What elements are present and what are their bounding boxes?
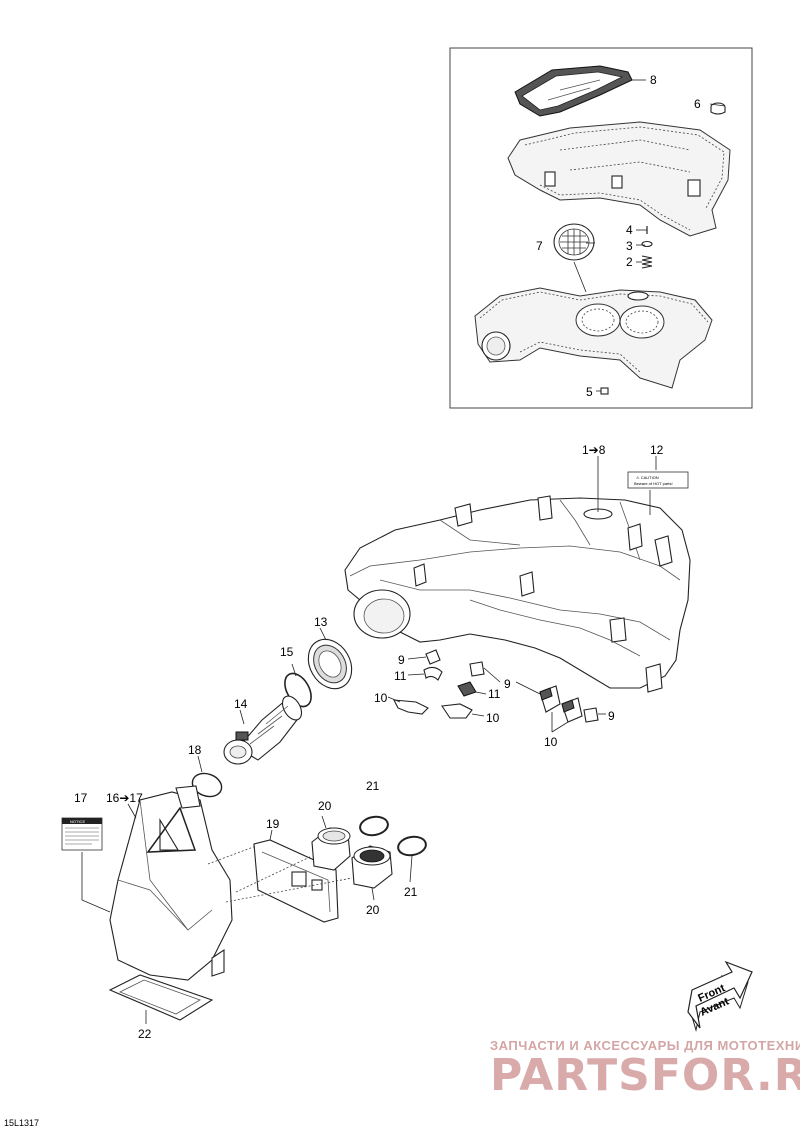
callout-12: 12 [650, 443, 664, 457]
callout-18: 18 [188, 743, 202, 757]
callout-15: 15 [280, 645, 294, 659]
part-20-hose-b [351, 845, 393, 889]
part-10-block-a [539, 685, 561, 713]
part-9-clip-a [425, 649, 441, 665]
callout-1-to-8: 1➔8 [582, 443, 606, 457]
caution-label-title: ⚠ CAUTION [636, 475, 659, 480]
callout-10-b: 10 [486, 711, 500, 725]
callout-8: 8 [650, 73, 657, 87]
callout-20-a: 20 [318, 799, 332, 813]
leader-16-17 [127, 803, 137, 819]
part-14-hose [223, 695, 303, 765]
callout-19: 19 [266, 817, 280, 831]
callout-4: 4 [626, 223, 633, 237]
front-direction-arrow: Front Avant [687, 960, 753, 1032]
part-16-lower-airbox [109, 785, 233, 981]
callout-14: 14 [234, 697, 248, 711]
part-17-notice-label: NOTICE [61, 817, 103, 851]
part-11-clip-b [457, 681, 477, 697]
part-21-clamp-b [397, 835, 427, 857]
callout-7: 7 [536, 239, 543, 253]
callout-2: 2 [626, 255, 633, 269]
callout-11-b: 11 [488, 687, 501, 701]
part-11-clip-a [423, 666, 443, 681]
part-5-clip [600, 387, 609, 395]
callout-22: 22 [138, 1027, 152, 1041]
callout-16-to-17: 16➔17 [106, 791, 143, 805]
callout-3: 3 [626, 239, 633, 253]
part-9-clip-c [583, 707, 599, 723]
part-18-oring [191, 772, 223, 798]
callout-13: 13 [314, 615, 328, 629]
part-9-clip-b [469, 661, 485, 677]
leader-17 [81, 852, 111, 913]
callout-21-a: 21 [366, 779, 380, 793]
callout-6: 6 [694, 97, 701, 111]
part-13-grommet [307, 638, 353, 690]
callout-20-b: 20 [366, 903, 380, 917]
callout-11-a: 11 [394, 669, 407, 683]
detail-frame [449, 47, 753, 409]
part-3-washer [641, 240, 653, 248]
clip-leaders [387, 656, 606, 733]
part-2-spring [641, 255, 653, 269]
watermark-tagline: ЗАПЧАСТИ И АКСЕССУАРЫ ДЛЯ МОТОТЕХНИКИ [490, 1038, 800, 1053]
callout-10-c: 10 [544, 735, 558, 749]
figure-reference: 15L1317 [4, 1118, 39, 1128]
notice-label-title: NOTICE [70, 819, 85, 824]
part-22-pad [108, 974, 214, 1021]
part-21-clamp-a [359, 815, 389, 837]
upper-housing-detail [507, 121, 731, 237]
assembly-lines [197, 627, 413, 903]
air-box-assembly [344, 495, 691, 693]
caution-label-text: Beware of HOT parts! [634, 481, 673, 486]
callout-9-a: 9 [398, 653, 405, 667]
detail-leaders [573, 79, 726, 392]
part-10-block-b [561, 697, 583, 723]
part-12-caution-label: ⚠ CAUTION Beware of HOT parts! [627, 471, 689, 489]
callout-10-a: 10 [374, 691, 388, 705]
callout-5: 5 [586, 385, 593, 399]
callout-9-b: 9 [504, 677, 511, 691]
main-leaders [597, 456, 657, 515]
callout-17: 17 [74, 791, 88, 805]
lower-housing-detail [474, 287, 713, 389]
part-10-strap-a [393, 699, 429, 715]
watermark-brand: PARTSFOR.RU [490, 1050, 800, 1101]
callout-9-c: 9 [608, 709, 615, 723]
part-10-strap-b [441, 703, 473, 719]
part-7-filter [553, 223, 595, 261]
part-20-hose-a [311, 827, 351, 871]
part-8-top-cover [514, 65, 633, 117]
callout-21-b: 21 [404, 885, 418, 899]
